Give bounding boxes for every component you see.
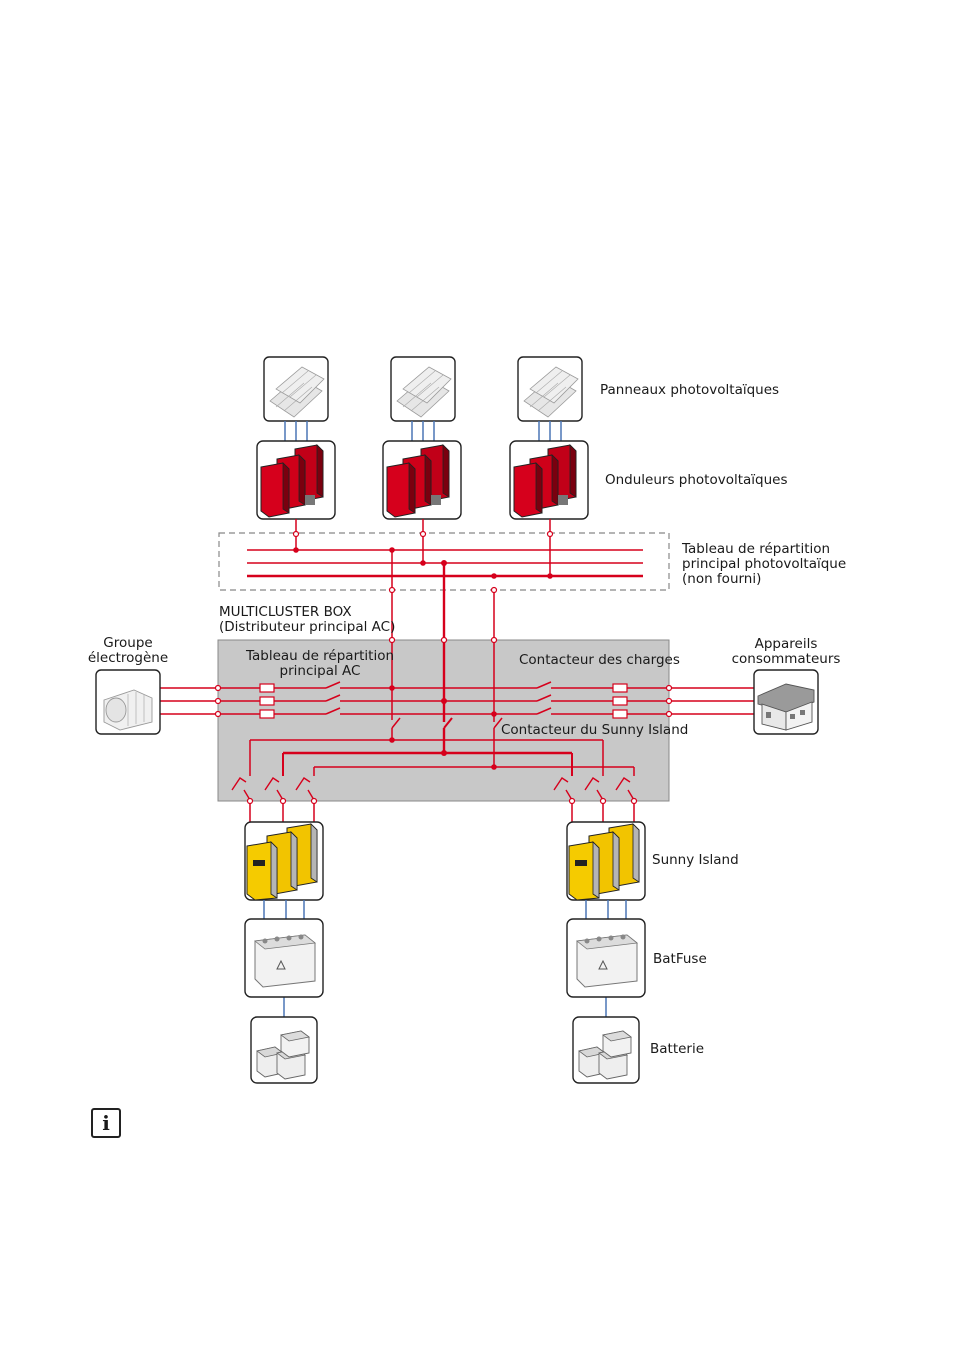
battery-icon [572, 1016, 640, 1084]
label-pv-board-line3: (non fourni) [682, 571, 762, 587]
label-multicluster: MULTICLUSTER BOX (Distributeur principal… [219, 605, 395, 635]
pv-panel-icon [263, 356, 329, 422]
label-pv-inverters: Onduleurs photovoltaïques [605, 472, 788, 488]
pv-inverter-icon [509, 440, 589, 520]
label-loads: Appareils consommateurs [722, 637, 850, 667]
label-ac-board-line2: principal AC [279, 663, 361, 679]
sunny-island-icon [244, 821, 324, 901]
pv-panel-icon [390, 356, 456, 422]
label-load-contactor: Contacteur des charges [519, 652, 680, 668]
generator-icon [95, 669, 161, 735]
dc-lines-battery [263, 900, 627, 1018]
label-multicluster-line1: MULTICLUSTER BOX [219, 604, 352, 620]
pv-inverter-icon [382, 440, 462, 520]
label-batfuse: BatFuse [653, 951, 707, 967]
battery-icon [250, 1016, 318, 1084]
pv-inverters [256, 440, 589, 520]
batfuse-icon [244, 918, 324, 998]
label-ac-board: Tableau de répartition principal AC [234, 649, 406, 679]
pv-panel-icon [517, 356, 583, 422]
pv-inverter-icon [256, 440, 336, 520]
sunny-island-icon [566, 821, 646, 901]
label-si-contactor: Contacteur du Sunny Island [501, 722, 689, 738]
label-pv-panels: Panneaux photovoltaïques [600, 382, 780, 398]
label-sunny-island: Sunny Island [652, 852, 739, 868]
label-multicluster-line2: (Distributeur principal AC) [219, 619, 396, 635]
fuses [259, 683, 628, 719]
label-generator: Groupe électrogène [64, 636, 192, 666]
label-loads-line1: Appareils [754, 636, 818, 652]
pv-panels [263, 356, 583, 422]
batfuse-icon [566, 918, 646, 998]
house-icon [753, 669, 819, 735]
label-pv-board-line1: Tableau de répartition [682, 541, 831, 557]
label-generator-line2: électrogène [87, 650, 169, 666]
info-icon: i [91, 1108, 121, 1138]
filled-junctions [293, 547, 553, 770]
dc-lines-pv [284, 421, 562, 442]
label-loads-line2: consommateurs [731, 651, 841, 667]
label-ac-board-line1: Tableau de répartition [245, 648, 395, 664]
junction-nodes [214, 530, 673, 805]
label-battery: Batterie [650, 1041, 705, 1057]
label-pv-board: Tableau de répartition principal photovo… [682, 542, 846, 587]
label-pv-board-line2: principal photovoltaïque [682, 556, 847, 572]
label-generator-line1: Groupe [103, 635, 153, 651]
